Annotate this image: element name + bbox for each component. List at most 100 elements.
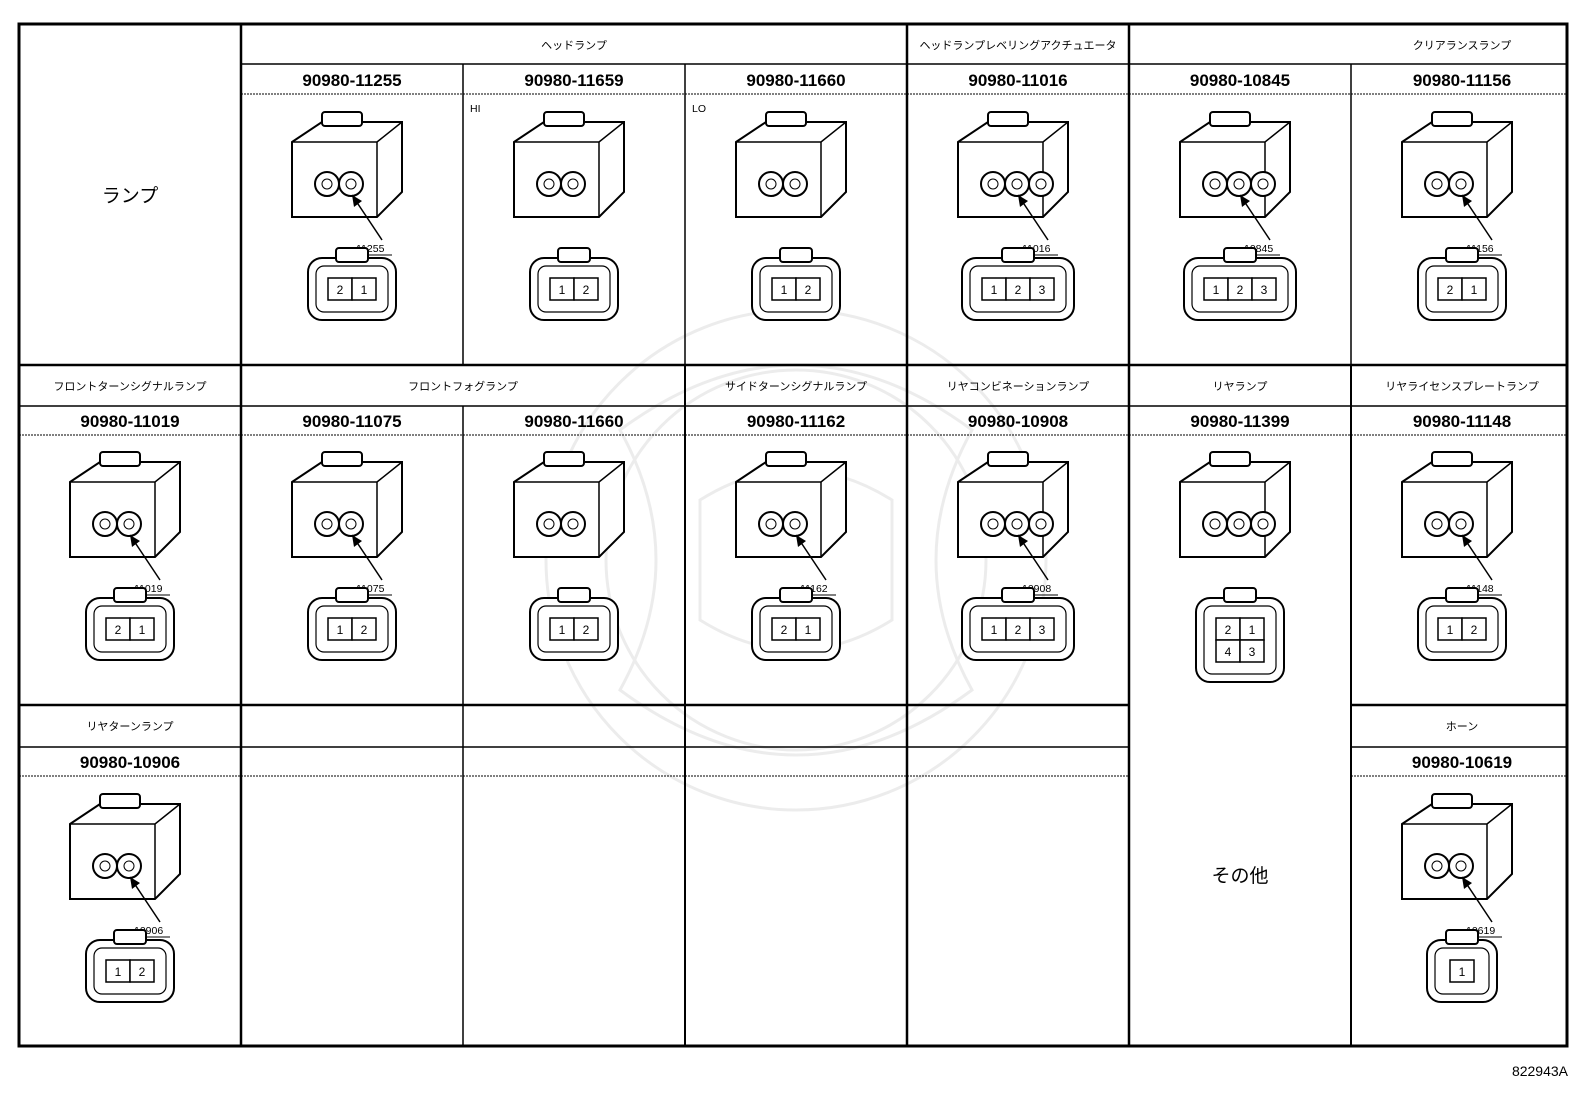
face-latch <box>1001 587 1035 603</box>
pin-cavity <box>1449 959 1475 983</box>
connector-barrel <box>345 178 357 190</box>
face-inner <box>1191 265 1289 313</box>
pin-number: 1 <box>337 623 344 637</box>
face-latch <box>1001 247 1035 263</box>
connector-edge <box>1402 121 1513 217</box>
connector-barrel <box>1431 518 1443 530</box>
connector-barrel <box>536 511 562 537</box>
pin-number: 1 <box>1471 283 1478 297</box>
connector-barrel <box>1455 860 1467 872</box>
category-label: ヘッドランプ <box>541 39 607 52</box>
connector-barrel <box>1424 853 1450 879</box>
connector-barrel <box>782 511 808 537</box>
part-number: 90980-11016 <box>968 71 1067 90</box>
position-tag: HI <box>470 103 481 115</box>
lamp-section-label: ランプ <box>102 185 158 207</box>
face-inner <box>969 265 1067 313</box>
connector-edge <box>292 121 403 217</box>
connector-barrel <box>314 171 340 197</box>
face-inner <box>315 605 389 653</box>
callout-arrow <box>1462 535 1472 547</box>
drawing-number: 822943A <box>1512 1063 1569 1079</box>
connector-edge <box>70 461 181 557</box>
pin-number: 3 <box>1249 645 1256 659</box>
callout-arrow <box>796 535 806 547</box>
connector-barrel <box>1226 171 1252 197</box>
connector-barrel <box>1202 511 1228 537</box>
face-inner <box>759 605 833 653</box>
connector-latch <box>1431 793 1473 809</box>
connector-barrel <box>980 511 1006 537</box>
part-number: 90980-11660 <box>746 71 845 90</box>
connector-barrel <box>1035 518 1047 530</box>
face-inner <box>315 265 389 313</box>
connector-barrel <box>560 171 586 197</box>
callout-arrow <box>1462 877 1472 889</box>
pin-cavity <box>1029 617 1055 641</box>
connector-latch <box>1431 111 1473 127</box>
connector-edge <box>292 461 403 557</box>
part-number: 90980-10908 <box>968 412 1068 431</box>
connector-edge <box>736 461 847 557</box>
connector-barrel <box>560 511 586 537</box>
face-inner <box>93 605 167 653</box>
connector-barrel <box>1233 518 1245 530</box>
connector-barrel <box>758 511 784 537</box>
connector-latch <box>987 111 1029 127</box>
connector-latch <box>1209 111 1251 127</box>
connector-barrel <box>123 860 135 872</box>
face-latch <box>113 929 147 945</box>
face-inner <box>759 265 833 313</box>
connector-barrel <box>123 518 135 530</box>
connector-barrel <box>1424 511 1450 537</box>
connector-latch <box>321 111 363 127</box>
connector-latch <box>765 451 807 467</box>
connector-body <box>291 461 403 558</box>
face-inner <box>1434 947 1490 995</box>
pin-cavity <box>129 617 155 641</box>
part-number: 90980-11075 <box>302 412 401 431</box>
connector-barrel <box>758 171 784 197</box>
connector-barrel <box>536 171 562 197</box>
face-latch <box>113 587 147 603</box>
connector-barrel <box>765 178 777 190</box>
category-label: ヘッドランプレベリングアクチュエータ <box>919 38 1116 52</box>
connector-edge <box>736 121 847 217</box>
connector-edge <box>1402 461 1513 557</box>
callout-arrow <box>1018 195 1028 207</box>
pin-number: 1 <box>1459 965 1466 979</box>
part-number: 90980-11255 <box>302 71 401 90</box>
connector-barrel <box>321 518 333 530</box>
pin-number: 2 <box>583 283 590 297</box>
category-label: サイドターンシグナルランプ <box>725 379 867 393</box>
pin-number: 1 <box>115 965 122 979</box>
part-number: 90980-11660 <box>524 412 623 431</box>
face-inner <box>537 605 611 653</box>
part-number: 90980-11019 <box>80 412 179 431</box>
pin-cavity <box>351 277 377 301</box>
connector-barrel <box>1250 171 1276 197</box>
connector-latch <box>1209 451 1251 467</box>
connector-edge <box>514 121 625 217</box>
pin-number: 1 <box>991 283 998 297</box>
face-latch <box>1445 247 1479 263</box>
connector-barrel <box>1202 171 1228 197</box>
connector-body <box>291 121 403 218</box>
face-latch <box>1223 587 1257 603</box>
category-label: リヤコンビネーションランプ <box>947 380 1089 393</box>
part-number: 90980-10906 <box>80 753 180 772</box>
connector-barrel <box>1209 178 1221 190</box>
connector-barrel <box>1448 853 1474 879</box>
part-number: 90980-11162 <box>747 412 845 431</box>
pin-cavity <box>795 277 821 301</box>
connector-body <box>735 121 847 218</box>
connector-latch <box>321 451 363 467</box>
